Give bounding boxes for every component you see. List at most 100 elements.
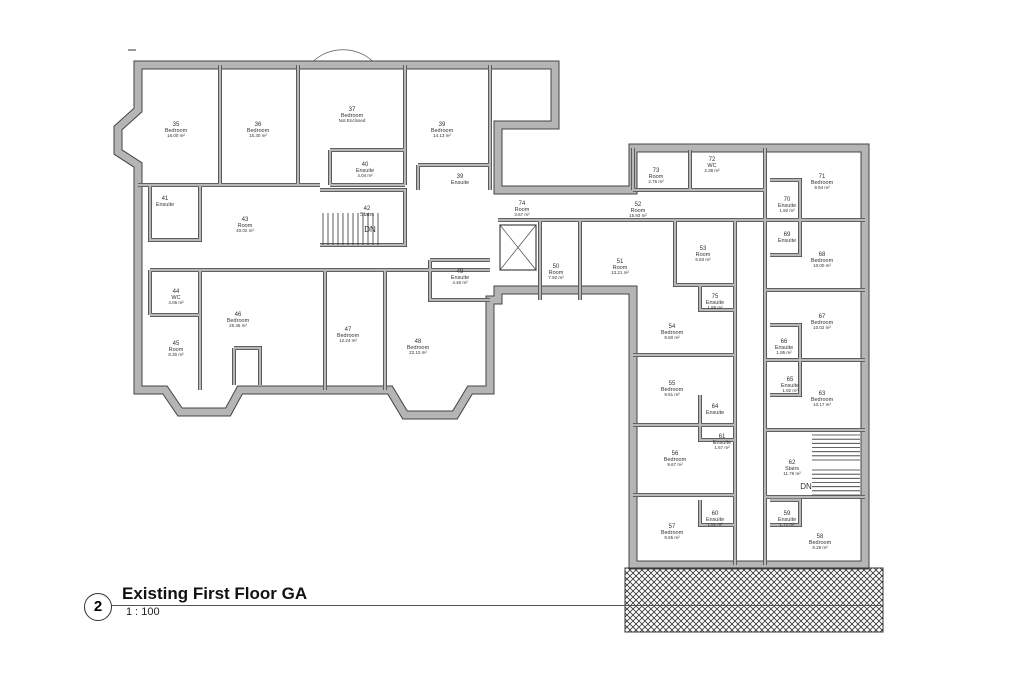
room-name: Ensuite: [778, 238, 796, 244]
stairs-42: [322, 213, 379, 245]
room-area: 2.38 m²: [704, 168, 720, 173]
drawing-title: Existing First Floor GA: [122, 584, 308, 603]
room-name: Bedroom: [247, 128, 270, 134]
room-area: 1.91 m²: [707, 522, 723, 527]
room-name: Bedroom: [664, 457, 687, 463]
room-number: 47: [345, 327, 352, 333]
room-number: 39: [457, 174, 464, 180]
room-area: 11.76 m²: [783, 471, 801, 476]
room-area: 6.83 m²: [695, 257, 711, 262]
room-area: 40.02 m²: [236, 228, 254, 233]
room-name: WC: [171, 295, 180, 301]
room-number: 72: [709, 157, 716, 163]
room-number: 73: [653, 168, 660, 174]
room-area: Not Enclosed: [339, 118, 366, 123]
room-name: Bedroom: [811, 258, 834, 264]
room-number: 66: [781, 339, 788, 345]
room-name: Ensuite: [713, 440, 731, 446]
room-number: 46: [235, 312, 242, 318]
wall: [138, 65, 865, 565]
drawing-number-bubble: 2: [84, 593, 112, 621]
room-area: 1.92 m²: [779, 208, 795, 213]
room-name: Bedroom: [661, 530, 684, 536]
room-area: 4.04 m²: [357, 173, 373, 178]
room-name: Stairs: [785, 466, 799, 472]
room-area: 22.10 m²: [409, 350, 427, 355]
room-area: 15.30 m²: [249, 133, 267, 138]
room-name: Bedroom: [661, 387, 684, 393]
room-area: 9.60 m²: [664, 335, 680, 340]
stairs-62: [812, 434, 860, 496]
room-area: 1.71 m²: [779, 522, 795, 527]
room-area: 1.67 m²: [714, 445, 730, 450]
room-number: 74: [519, 201, 526, 207]
room-name: Bedroom: [165, 128, 188, 134]
room-name: Room: [515, 207, 530, 213]
room-name: Bedroom: [227, 318, 250, 324]
room-number: 69: [784, 232, 791, 238]
room-number: 49: [457, 269, 464, 275]
room-number: 41: [162, 196, 169, 202]
room-number: 75: [712, 294, 719, 300]
room-number: 44: [173, 289, 180, 295]
room-name: Room: [238, 223, 253, 229]
room-name: Bedroom: [407, 345, 430, 351]
room-number: 62: [789, 460, 796, 466]
room-number: 65: [787, 377, 794, 383]
room-name: Ensuite: [775, 345, 793, 351]
room-name: Room: [613, 265, 628, 271]
room-name: Ensuite: [451, 275, 469, 281]
room-number: 35: [173, 122, 180, 128]
room-area: 9.51 m²: [664, 392, 680, 397]
bay-arc: [309, 49, 377, 66]
room-name: Bedroom: [811, 397, 834, 403]
room-name: Room: [631, 208, 646, 214]
drawing-scale: 1 : 100: [126, 606, 160, 618]
room-number: 39: [439, 122, 446, 128]
room-area: 4.46 m²: [452, 280, 468, 285]
room-area: 10.02 m²: [813, 325, 831, 330]
room-area: 9.67 m²: [667, 462, 683, 467]
room-area: 14.13 m²: [433, 133, 451, 138]
room-area: 9.94 m²: [814, 185, 830, 190]
room-area: 12.24 m²: [339, 338, 357, 343]
room-number: 52: [635, 202, 642, 208]
lift-shaft: [499, 224, 537, 271]
room-number: 45: [173, 341, 180, 347]
room-name: Ensuite: [781, 383, 799, 389]
room-area: 25.36 m²: [229, 323, 247, 328]
room-area: 13.21 m²: [611, 270, 629, 275]
room-number: 70: [784, 197, 791, 203]
room-number: 37: [349, 107, 356, 113]
room-name: Ensuite: [778, 517, 796, 523]
room-name: Ensuite: [706, 300, 724, 306]
room-number: 40: [362, 162, 369, 168]
room-name: Bedroom: [341, 113, 364, 119]
room-name: Ensuite: [156, 202, 174, 208]
room-name: Ensuite: [356, 168, 374, 174]
room-name: Room: [169, 347, 184, 353]
